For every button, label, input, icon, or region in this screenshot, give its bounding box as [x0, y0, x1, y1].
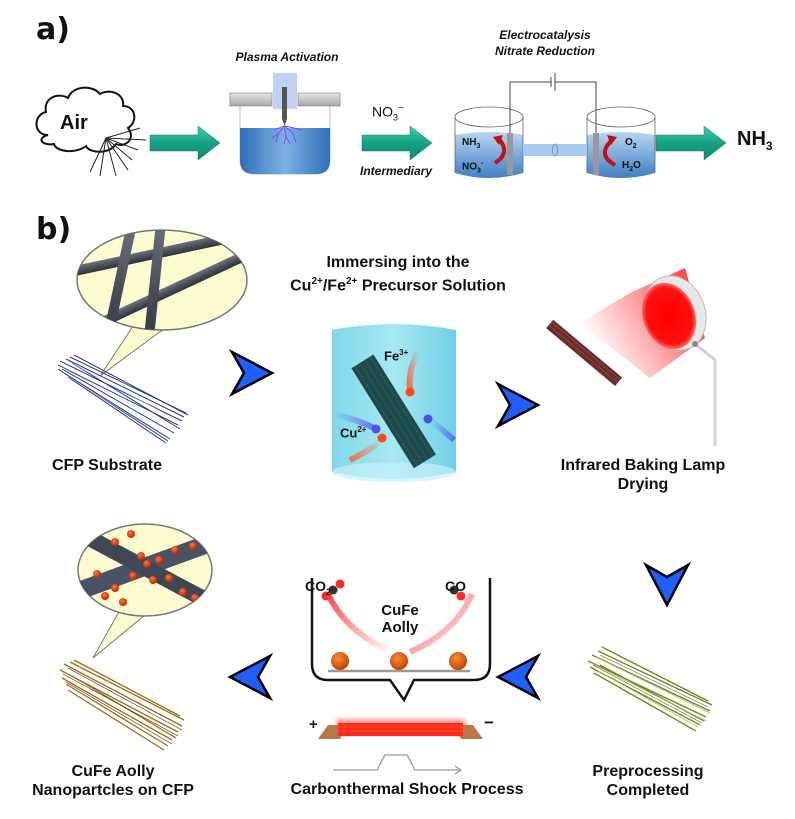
h2o-h-text: H [622, 160, 630, 171]
cfp-substrate-caption: CFP Substrate [52, 457, 162, 474]
fe-ion-label: Fe3+ [384, 348, 408, 363]
final-caption-line1: CuFe Aolly [71, 763, 155, 780]
nh3-sub: 3 [476, 143, 481, 150]
preprocessed-cfp-icon [587, 646, 713, 732]
electro-title-line1: Electrocatalysis [499, 28, 591, 42]
cell-left-top-label: NH3 [462, 137, 480, 150]
immersing-title: Immersing into the Cu2+/Fe2+ Precursor S… [258, 253, 538, 295]
cu-text: Cu [290, 277, 312, 295]
teal-arrow-1-icon [149, 125, 221, 161]
shock-bubble-icon [310, 578, 492, 703]
nitrate-sup: − [398, 103, 404, 114]
drying-caption-line2: Drying [617, 476, 669, 493]
precursor-text: Precursor Solution [357, 277, 506, 295]
air-label: Air [60, 112, 88, 134]
plasma-beaker-icon [229, 73, 341, 175]
blue-chevron-left-2-icon [227, 652, 274, 702]
electro-title-line2: Nitrate Reduction [494, 44, 595, 58]
plus-terminal-label: + [309, 716, 318, 733]
o2-text: O [625, 137, 633, 148]
nitrate-sub: 3 [393, 112, 399, 123]
fe-sup: 2+ [345, 276, 358, 287]
nh3-text: NH [462, 137, 477, 148]
h2o-o-text: O [633, 160, 641, 171]
cufe-cfp-icon [59, 659, 185, 751]
plasma-activation-title: Plasma Activation [235, 50, 339, 64]
cfp-zoom-bubble-icon [76, 229, 248, 377]
teal-arrow-3-icon [655, 125, 727, 161]
electrocatalysis-title: Electrocatalysis Nitrate Reduction [470, 27, 620, 59]
intermediary-label: Intermediary [359, 164, 433, 178]
co2-text: CO [305, 578, 326, 594]
drying-caption: Infrared Baking Lamp Drying [558, 456, 728, 494]
nitrate-text: NO [372, 103, 393, 120]
fe-ion-sup: 3+ [399, 348, 409, 357]
blue-chevron-left-1-icon [495, 652, 542, 702]
product-text: NH [737, 128, 766, 150]
blue-chevron-down-icon [642, 561, 692, 608]
o2-sub: 2 [632, 143, 637, 150]
cufe-alloy-bubble-label: CuFe Aolly [355, 602, 445, 636]
cell-right-bottom-label: H2O [622, 160, 641, 173]
fe-ion-text: Fe [384, 348, 400, 364]
precursor-solution-beaker-icon [332, 324, 456, 482]
infrared-lamp-icon [546, 268, 717, 446]
final-caption-line2: Nanopartcles on CFP [32, 782, 194, 799]
h2o-sub: 2 [629, 166, 634, 173]
nitrate-label: NO3− [372, 103, 404, 122]
cufe-zoom-bubble-icon [77, 523, 213, 659]
bubble-line2: Aolly [381, 619, 419, 636]
preprocessing-caption: Preprocessing Completed [578, 762, 718, 800]
product-sub: 3 [765, 139, 773, 153]
blue-chevron-right-2-icon [494, 380, 541, 430]
heated-cfp-strip-icon [318, 719, 483, 739]
drying-caption-line1: Infrared Baking Lamp [560, 457, 726, 474]
immersing-title-line2: Cu2+/Fe2+ Precursor Solution [258, 272, 538, 295]
cell-right-top-label: O2 [625, 137, 637, 150]
carbonthermal-shock-caption: Carbonthermal Shock Process [290, 781, 524, 798]
panel-a-label: a) [36, 12, 70, 47]
preprocessing-caption-line1: Preprocessing [592, 763, 704, 780]
panel-b-label: b) [36, 212, 72, 247]
cell-left-bottom-label: NO3- [462, 160, 483, 174]
co2-sub: 2 [326, 586, 332, 597]
preprocessing-caption-line2: Completed [606, 782, 690, 799]
air-cloud-icon [35, 86, 147, 177]
cu-ion-label: Cu2+ [340, 425, 366, 440]
immersing-title-line1: Immersing into the [326, 254, 470, 271]
product-label: NH3 [737, 128, 773, 153]
bubble-line1: CuFe [381, 602, 419, 619]
cu-ion-text: Cu [340, 425, 358, 441]
co2-label: CO2 [305, 578, 331, 597]
minus-terminal-label: − [484, 713, 494, 732]
blue-chevron-right-1-icon [228, 348, 275, 398]
no3-sup: - [480, 160, 484, 167]
no3-text: NO [462, 161, 477, 173]
final-product-caption: CuFe Aolly Nanopartcles on CFP [28, 762, 198, 800]
cu-ion-sup: 2+ [357, 425, 367, 434]
h-cell-icon [454, 73, 656, 178]
cfp-substrate-icon [57, 354, 189, 444]
co-label: CO [445, 578, 466, 594]
teal-arrow-2-icon [361, 125, 433, 161]
no3-sub: 3 [477, 167, 481, 175]
fe-text: /Fe [322, 277, 346, 295]
cu-sup: 2+ [311, 276, 323, 287]
temperature-pulse-icon [333, 754, 463, 775]
